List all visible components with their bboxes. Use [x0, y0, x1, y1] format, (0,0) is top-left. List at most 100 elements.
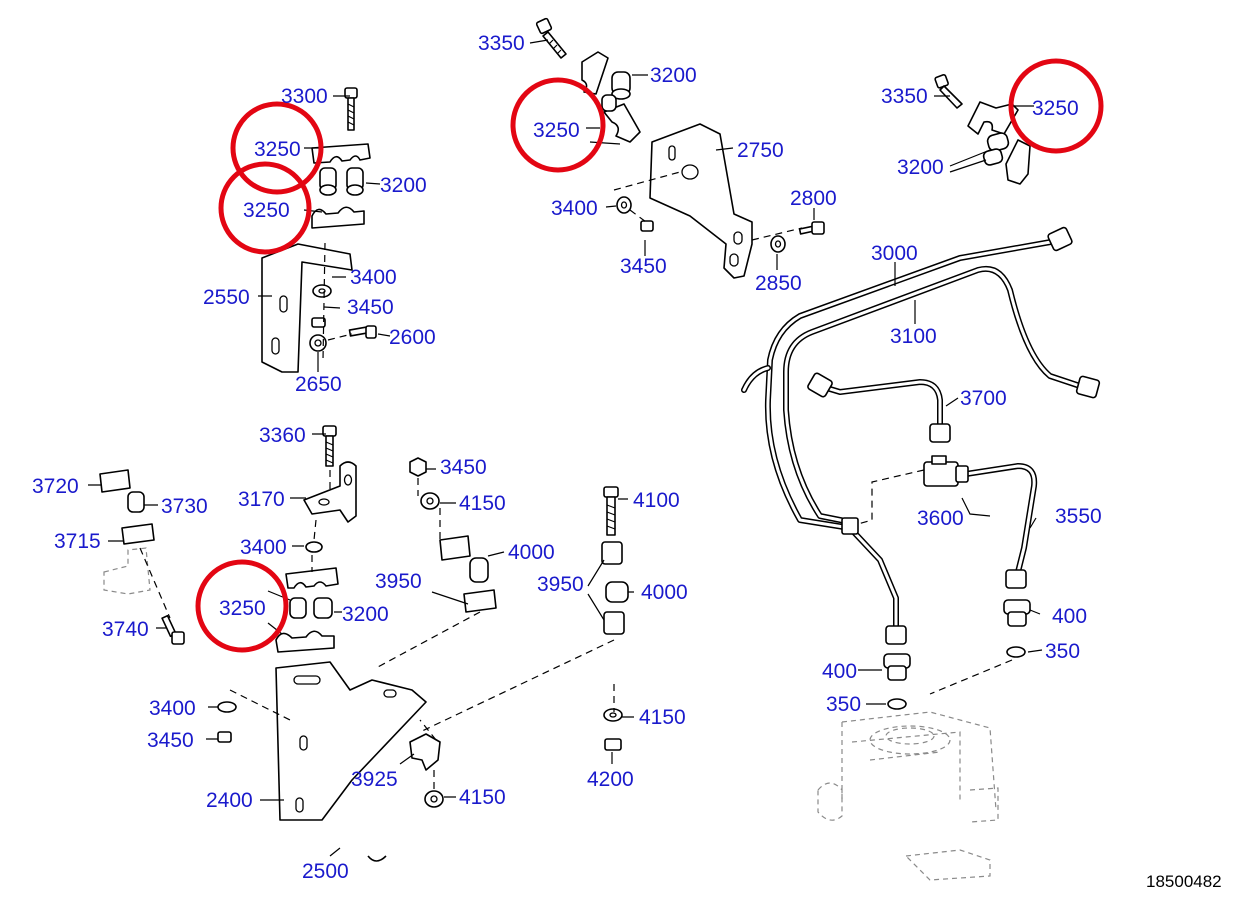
pipe-nut: [1075, 375, 1101, 399]
part-labels: 3350 3200 3250 2750 3400 3450 2800 2850 …: [32, 32, 1222, 891]
label-3300: 3300: [281, 85, 328, 108]
clamp-3950-right-lower: [603, 611, 625, 635]
bracket-2550-assembly: [258, 87, 391, 373]
bolt-3740: [161, 614, 185, 645]
plate-2750: [649, 123, 753, 279]
adapter-400-left: [883, 653, 911, 681]
bolt-3300: [344, 87, 358, 131]
clamp-3950-mid-upper: [439, 535, 471, 561]
label-2800: 2800: [790, 187, 837, 210]
bracket-2500-edge: [367, 855, 387, 862]
sleeve-4000-right: [605, 581, 629, 603]
washer-3400-bottom: [305, 541, 323, 553]
nut-3450-centre: [640, 220, 654, 232]
clamp-3720: [99, 469, 131, 493]
label-3950-right: 3950: [537, 573, 584, 596]
pipe-nut: [929, 423, 951, 443]
label-400-right: 400: [1052, 605, 1087, 628]
label-4150-right: 4150: [639, 706, 686, 729]
bracket-2400: [275, 661, 427, 821]
bracket-2550: [261, 243, 353, 373]
label-4000-right: 4000: [641, 581, 688, 604]
clamp-assembly-right: [934, 74, 1034, 185]
clamp-3250-lower: [311, 206, 365, 229]
clamp-3250-centre-lower: [603, 103, 641, 143]
sleeves-3200-centre: [601, 71, 631, 112]
label-3740: 3740: [102, 618, 149, 641]
nut-3450-left: [217, 731, 232, 743]
injection-pump-outline: [817, 711, 999, 881]
pipe-clip: [841, 517, 859, 535]
sleeves-3200-right: [982, 132, 1010, 166]
clamp-3250-bottom-lower: [275, 630, 335, 653]
seal-350-right: [1006, 646, 1026, 658]
label-3450-mid: 3450: [440, 456, 487, 479]
label-3250-bl: 3250: [219, 597, 266, 620]
label-2500: 2500: [302, 860, 349, 883]
label-3450-tl: 3450: [347, 296, 394, 319]
clip-3925: [409, 733, 441, 771]
pipe-nut: [1047, 226, 1073, 252]
highlight-3250-top-right: [1008, 58, 1104, 154]
label-3600: 3600: [917, 507, 964, 530]
highlight-circles: [195, 58, 1104, 653]
label-4100: 4100: [633, 489, 680, 512]
label-350-left: 350: [826, 693, 861, 716]
figure-number: 18500482: [1146, 872, 1222, 891]
label-3200-tl: 3200: [380, 174, 427, 197]
label-3730: 3730: [161, 495, 208, 518]
label-2750: 2750: [737, 139, 784, 162]
label-3200-centre: 3200: [650, 64, 697, 87]
tee-3600: [923, 455, 969, 487]
label-3715: 3715: [54, 530, 101, 553]
label-2650: 2650: [295, 373, 342, 396]
highlight-3250-bottom-left: [195, 559, 289, 653]
clamp-3950-mid-lower: [463, 589, 497, 613]
clamp-3715: [121, 523, 155, 545]
label-3450-left: 3450: [147, 729, 194, 752]
washer-3400-left: [217, 701, 237, 713]
plate-2750-assembly: [529, 17, 825, 279]
bolt-3350-centre: [535, 17, 567, 59]
label-3350-right: 3350: [881, 85, 928, 108]
bracket-3715-ghost: [103, 547, 151, 595]
nut-3450-mid: [409, 457, 427, 477]
label-3250-tl-lower: 3250: [243, 199, 290, 222]
label-4150-bottom: 4150: [459, 786, 506, 809]
sleeves-3200-upper: [319, 167, 364, 196]
bolt-2800: [798, 221, 825, 235]
label-3400-centre: 3400: [551, 197, 598, 220]
bolt-4100: [603, 486, 619, 536]
pipe-nut: [807, 372, 833, 398]
label-4150-mid: 4150: [459, 492, 506, 515]
label-2550: 2550: [203, 286, 250, 309]
label-3400-tl: 3400: [350, 266, 397, 289]
label-3250-right: 3250: [1032, 97, 1079, 120]
label-2400: 2400: [206, 789, 253, 812]
label-3450-centre: 3450: [620, 255, 667, 278]
clamp-3250-upper: [311, 143, 371, 164]
pipe-nut: [1005, 569, 1027, 589]
bolt-3350-right: [934, 74, 963, 109]
sleeve-4000-mid: [469, 557, 489, 583]
label-3360: 3360: [259, 424, 306, 447]
label-3200-right: 3200: [897, 156, 944, 179]
pipe-nut: [885, 625, 907, 645]
label-2600: 2600: [389, 326, 436, 349]
label-3200-bl: 3200: [342, 603, 389, 626]
nut-4200: [604, 738, 622, 751]
label-4200: 4200: [587, 768, 634, 791]
label-3400-left: 3400: [149, 697, 196, 720]
sleeve-3730: [127, 491, 145, 513]
sleeves-3200-bottom: [289, 597, 333, 619]
clamp-3250-bottom-upper: [285, 567, 339, 589]
bracket-3170: [303, 461, 357, 523]
bracket-2400-assembly: [88, 425, 634, 862]
bolt-2600: [348, 325, 377, 339]
fuel-pipes: [741, 226, 1101, 710]
nut-3450: [311, 317, 326, 328]
adapter-400-right: [1003, 599, 1031, 627]
label-2850: 2850: [755, 272, 802, 295]
label-400-left: 400: [822, 660, 857, 683]
